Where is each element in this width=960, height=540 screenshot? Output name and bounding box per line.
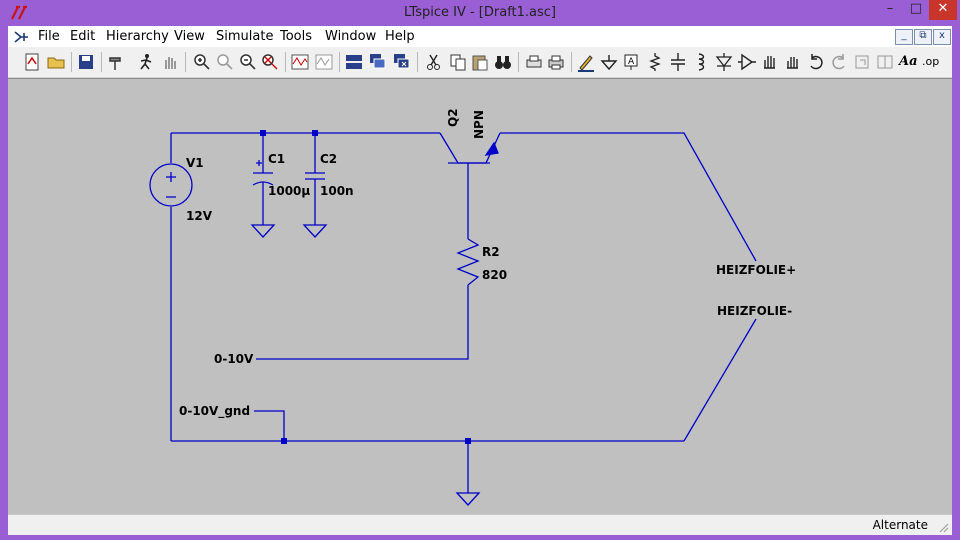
c1-name-label: C1 (268, 152, 286, 166)
window-minimize-button[interactable]: – (886, 1, 894, 16)
cut-scissors-icon[interactable] (424, 52, 444, 72)
menu-file[interactable]: File (38, 29, 60, 44)
drag-hand-icon[interactable] (783, 52, 803, 72)
waveform-icon[interactable] (290, 52, 310, 72)
q2-name-label: Q2 (446, 108, 460, 127)
status-bar: Alternate (8, 514, 952, 535)
close-windows-icon[interactable] (392, 52, 412, 72)
find-binoculars-icon[interactable] (493, 52, 513, 72)
capacitor-c2[interactable] (305, 172, 325, 180)
halt-hand-icon[interactable] (160, 52, 180, 72)
resistor-icon[interactable] (645, 52, 665, 72)
menu-window[interactable]: Window (325, 29, 377, 44)
document-close-button[interactable]: x (933, 29, 951, 45)
zoom-out-icon[interactable] (238, 52, 258, 72)
v1-name-label: V1 (186, 156, 204, 170)
net-label-0-10v-gnd[interactable]: 0-10V_gnd (179, 404, 251, 418)
ground-main-symbol (455, 492, 481, 506)
window-close-button[interactable]: ✕ (929, 0, 957, 20)
window-maximize-button[interactable]: □ (909, 1, 923, 16)
zoom-pan-icon[interactable] (215, 52, 235, 72)
rotate-icon[interactable] (852, 52, 872, 72)
undo-icon[interactable] (806, 52, 826, 72)
net-label-0-10v[interactable]: 0-10V (214, 352, 254, 366)
c2-name-label: C2 (320, 152, 338, 166)
menu-bar: File Edit Hierarchy View Simulate Tools … (8, 26, 952, 47)
paste-icon[interactable] (470, 52, 490, 72)
net-label-heizfolie-minus[interactable]: HEIZFOLIE- (717, 304, 793, 318)
ground-c2-symbol (302, 224, 328, 238)
print-setup-icon[interactable] (524, 52, 544, 72)
print-icon[interactable] (546, 52, 566, 72)
control-panel-hammer-icon[interactable] (106, 52, 126, 72)
move-hand-icon[interactable] (760, 52, 780, 72)
junction-dot (465, 438, 471, 444)
redo-icon[interactable] (829, 52, 849, 72)
wire-control-gnd (254, 410, 285, 441)
schematic-drawing (149, 130, 757, 506)
schematic-canvas[interactable]: V1 12V C1 1000µ C2 100n Q2 NPN R2 820 0-… (8, 78, 952, 515)
label-net-icon[interactable]: A (622, 52, 642, 72)
ground-c1-symbol (250, 224, 276, 238)
spice-directive-button[interactable]: .op (922, 55, 940, 68)
q2-value-label: NPN (472, 110, 486, 139)
svg-text:A: A (628, 57, 635, 67)
window-title: LTspice IV - [Draft1.asc] (403, 5, 557, 20)
resistor-r2[interactable] (456, 238, 480, 286)
junction-dot (281, 438, 287, 444)
new-schematic-icon[interactable] (22, 52, 42, 72)
c1-value-label: 1000µ (268, 184, 311, 198)
text-tool-button[interactable]: Aa (899, 54, 918, 69)
menu-tools[interactable]: Tools (280, 29, 313, 44)
voltage-source-v1[interactable] (149, 163, 193, 207)
wire-heizfolie-plus (500, 132, 757, 262)
document-minimize-button[interactable]: _ (895, 29, 913, 45)
v1-value-label: 12V (186, 209, 212, 223)
component-icon[interactable] (737, 52, 757, 72)
wire-heizfolie-minus (683, 318, 757, 442)
inductor-icon[interactable] (691, 52, 711, 72)
copy-icon[interactable] (448, 52, 468, 72)
zoom-in-icon[interactable] (192, 52, 212, 72)
menu-edit[interactable]: Edit (70, 29, 96, 44)
menu-hierarchy[interactable]: Hierarchy (106, 29, 169, 44)
run-icon[interactable] (136, 52, 156, 72)
toolbar: A Aa .op (8, 47, 952, 78)
schematic-document-icon[interactable] (12, 29, 30, 45)
document-restore-button[interactable]: ⧉ (914, 29, 932, 45)
junction-dot (312, 130, 318, 136)
zoom-fit-icon[interactable] (260, 52, 280, 72)
mirror-icon[interactable] (875, 52, 895, 72)
menu-view[interactable]: View (174, 29, 205, 44)
c2-value-label: 100n (320, 184, 354, 198)
diode-icon[interactable] (714, 52, 734, 72)
net-label-heizfolie-plus[interactable]: HEIZFOLIE+ (716, 263, 797, 277)
tile-horizontal-icon[interactable] (344, 52, 364, 72)
r2-name-label: R2 (482, 245, 500, 259)
menu-help[interactable]: Help (385, 29, 415, 44)
ltspice-logo-icon (11, 5, 27, 20)
cascade-windows-icon[interactable] (368, 52, 388, 72)
status-mode-text: Alternate (872, 518, 928, 532)
junction-dot (260, 130, 266, 136)
capacitor-c1[interactable] (252, 160, 274, 186)
r2-value-label: 820 (482, 268, 508, 282)
save-icon[interactable] (76, 52, 96, 72)
resize-grip-icon[interactable] (937, 521, 949, 533)
wire-r2-control (256, 163, 469, 360)
menu-simulate[interactable]: Simulate (216, 29, 274, 44)
draw-wire-pencil-icon[interactable] (576, 52, 596, 72)
ground-icon[interactable] (599, 52, 619, 72)
open-folder-icon[interactable] (46, 52, 66, 72)
transistor-q2[interactable] (439, 132, 501, 164)
capacitor-icon[interactable] (668, 52, 688, 72)
title-bar: LTspice IV - [Draft1.asc] – □ ✕ (0, 0, 960, 26)
waveform-grid-icon[interactable] (314, 52, 334, 72)
